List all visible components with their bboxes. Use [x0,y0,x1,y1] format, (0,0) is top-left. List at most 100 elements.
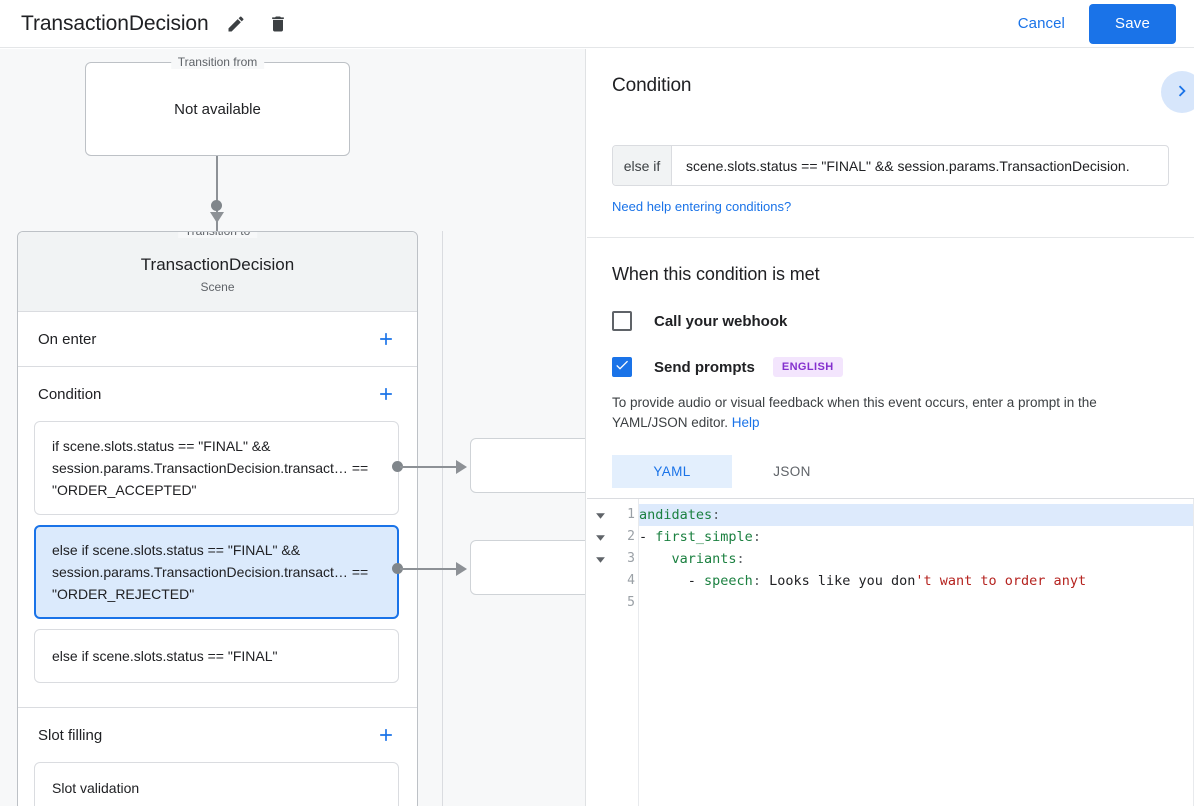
scene-type: Scene [200,280,235,294]
send-prompts-row: Send prompts ENGLISH [612,357,1169,377]
add-condition-button[interactable] [373,381,399,407]
plus-icon [376,725,396,745]
call-webhook-label: Call your webhook [654,312,788,330]
edge-line [400,568,458,570]
transition-to-box: Transition to TransactionDecision Scene … [17,231,418,806]
code-token: : [752,529,761,545]
tab-yaml[interactable]: YAML [612,455,732,488]
condition-card[interactable]: if scene.slots.status == "FINAL" && sess… [34,421,399,515]
code-token: : [712,507,721,523]
fold-spacer [587,592,613,614]
transition-from-value: Not available [174,100,261,118]
help-link[interactable]: Help [731,415,760,430]
condition-expression-input[interactable] [672,146,1168,185]
add-slot-filling-button[interactable] [373,722,399,748]
section-condition-header: Condition [18,367,417,421]
edit-button[interactable] [221,9,251,39]
delete-button[interactable] [263,9,293,39]
condition-card[interactable]: else if scene.slots.status == "FINAL" [34,629,399,683]
connector-arrow-icon [210,212,224,223]
code-token: 't want to order anyt [915,573,1087,589]
code-line[interactable]: variants: [639,548,1194,570]
editor-fold-gutter[interactable] [587,499,613,806]
top-bar: TransactionDecision Cancel Save [0,0,1194,48]
fold-toggle-icon[interactable] [587,548,613,570]
language-badge: ENGLISH [772,357,843,377]
when-condition-met-section: When this condition is met Call your web… [587,238,1194,488]
edge-dot [392,461,403,472]
add-on-enter-button[interactable] [373,326,399,352]
code-line[interactable]: andidates: [639,504,1194,526]
section-on-enter-title: On enter [38,330,97,348]
code-line[interactable]: - first_simple: [639,526,1194,548]
editor-format-tabs: YAML JSON [612,455,1169,488]
code-token [639,551,672,567]
condition-expression-row: else if [612,145,1169,186]
code-line[interactable]: - speech: Looks like you don't want to o… [639,570,1194,592]
edge-dot [392,563,403,574]
send-prompts-checkbox[interactable] [612,357,632,377]
condition-panel-header: Condition [587,49,1194,145]
section-slot-filling-title: Slot filling [38,726,103,744]
code-token: variants [671,551,737,567]
connector-line [216,156,218,232]
pencil-icon [226,14,246,34]
code-token: speech [704,573,753,589]
editor-code-area[interactable]: andidates:- first_simple: variants: - sp… [639,499,1194,806]
edge-line [400,466,458,468]
plus-icon [376,329,396,349]
section-on-enter: On enter [18,312,417,367]
section-slot-filling: Slot filling Slot validation [18,708,417,806]
cancel-button[interactable]: Cancel [1006,7,1077,40]
scene-header: TransactionDecision Scene [18,232,417,312]
plus-icon [376,384,396,404]
page-title: TransactionDecision [21,11,209,35]
section-condition-title: Condition [38,385,102,403]
webhook-row: Call your webhook [612,311,1169,331]
tab-json[interactable]: JSON [732,455,852,488]
line-number: 3 [627,551,635,566]
slot-validation-card[interactable]: Slot validation [34,762,399,806]
code-token: andidates [639,507,713,523]
condition-prefix-label: else if [613,146,672,185]
condition-card[interactable]: else if scene.slots.status == "FINAL" &&… [34,525,399,619]
section-slot-filling-header: Slot filling [18,708,417,762]
expand-panel-button[interactable] [1161,71,1194,113]
section-condition: Condition if scene.slots.status == "FINA… [18,367,417,708]
transition-to-legend: Transition to [177,232,258,238]
edge-arrow-icon [456,562,467,576]
line-number: 1 [627,507,635,522]
save-button[interactable]: Save [1089,3,1176,44]
send-prompts-description-text: To provide audio or visual feedback when… [612,395,1097,430]
condition-help-link[interactable]: Need help entering conditions? [612,199,792,214]
code-token: - [639,573,705,589]
send-prompts-label: Send prompts [654,358,755,376]
fold-toggle-icon[interactable] [587,504,613,526]
code-token: : [736,551,745,567]
transition-from-box: Transition from Not available [85,55,350,156]
line-number: 2 [627,529,635,544]
fold-toggle-icon[interactable] [587,526,613,548]
connector-dot [211,200,222,211]
target-node-placeholder[interactable] [470,540,585,595]
target-node-placeholder[interactable] [470,438,585,493]
chevron-right-icon [1171,80,1193,105]
code-token: - [639,529,656,545]
trash-icon [268,14,288,34]
checkmark-icon [614,357,630,378]
transition-from-legend: Transition from [170,55,265,69]
code-line[interactable] [639,592,1194,614]
code-token: first_simple [655,529,753,545]
panel-divider [587,237,1194,238]
send-prompts-description: To provide audio or visual feedback when… [612,393,1169,433]
graph-lane-line [442,231,443,806]
scene-graph-panel: Transition from Not available Transition… [0,49,586,806]
line-number: 5 [627,595,635,610]
code-token: Looks like you don [760,573,916,589]
code-token: : [752,573,761,589]
call-webhook-checkbox[interactable] [612,311,632,331]
condition-detail-panel: Condition else if Need help entering con… [587,49,1194,806]
scene-name: TransactionDecision [140,255,295,274]
